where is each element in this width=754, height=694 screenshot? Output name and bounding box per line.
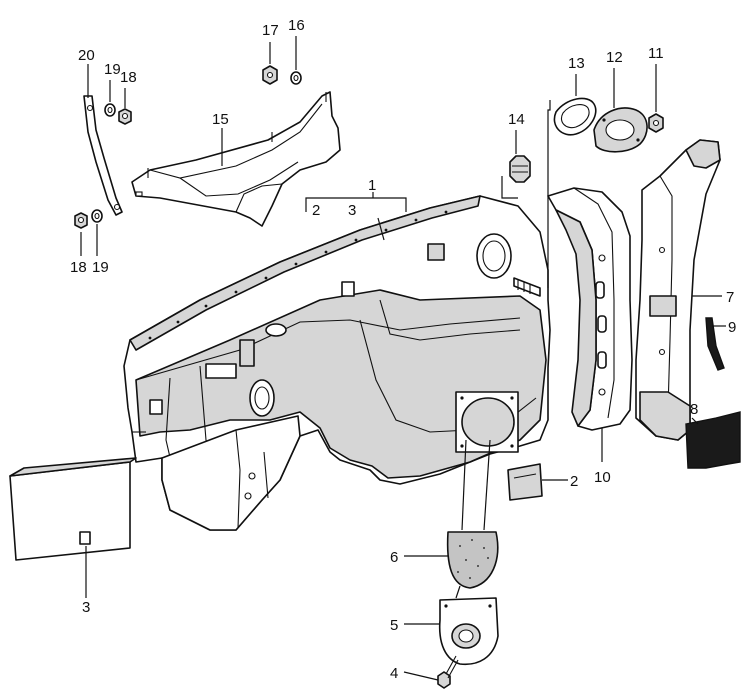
callout-2-group: 2 xyxy=(312,202,320,219)
callout-13: 13 xyxy=(568,55,585,72)
callout-14: 14 xyxy=(508,111,525,128)
gasket-part-13 xyxy=(553,97,597,136)
callout-8: 8 xyxy=(690,401,698,418)
callout-18-top: 18 xyxy=(120,69,137,86)
panel-mounting-plate xyxy=(455,391,519,453)
washer-part-19-bottom xyxy=(91,209,103,223)
wheel-arch-part-10 xyxy=(547,187,633,431)
callout-20: 20 xyxy=(78,47,95,64)
insulation-pad-part-6 xyxy=(446,531,499,589)
nut-part-11 xyxy=(648,113,664,133)
callout-12: 12 xyxy=(606,49,623,66)
callout-1: 1 xyxy=(368,177,376,194)
leader-lines xyxy=(80,36,726,681)
callout-4: 4 xyxy=(390,665,398,682)
washer-part-16 xyxy=(290,71,302,85)
callout-labels: 20 19 18 18 19 15 17 16 1 2 3 14 13 12 1… xyxy=(70,17,736,682)
nut-part-18-bottom xyxy=(74,212,88,229)
side-member-part-7 xyxy=(635,139,721,441)
callout-19-bottom: 19 xyxy=(92,259,109,276)
callout-11: 11 xyxy=(648,45,664,62)
cover-plate-part-3 xyxy=(9,457,137,561)
screw-part-4 xyxy=(437,655,459,689)
callout-6: 6 xyxy=(390,549,398,566)
nut-part-17 xyxy=(262,65,278,85)
callout-16: 16 xyxy=(288,17,305,34)
callout-7: 7 xyxy=(726,289,734,306)
strut-part-20 xyxy=(83,95,123,216)
callout-19-top: 19 xyxy=(104,61,121,78)
mounting-plate-part-5 xyxy=(438,597,499,666)
callout-3: 3 xyxy=(82,599,90,616)
callout-9: 9 xyxy=(728,319,736,336)
corner-cap-part-8 xyxy=(685,411,741,469)
callout-18-bottom: 18 xyxy=(70,259,87,276)
nut-part-18-top xyxy=(118,108,132,125)
grommet-part-14 xyxy=(509,155,531,183)
callout-2: 2 xyxy=(570,473,578,490)
flange-plate-part-12 xyxy=(593,107,648,153)
washer-part-19-top xyxy=(104,103,116,117)
cap-part-2 xyxy=(507,463,543,501)
panel-rivet-holes xyxy=(148,210,448,340)
callout-5: 5 xyxy=(390,617,398,634)
callout-15: 15 xyxy=(212,111,229,128)
seal-strip-part-9 xyxy=(705,317,725,371)
callout-10: 10 xyxy=(594,469,611,486)
callout-3-group: 3 xyxy=(348,202,356,219)
front-panel-part-1 xyxy=(123,195,551,531)
bracket-part-15 xyxy=(131,91,341,227)
callout-17: 17 xyxy=(262,22,279,39)
